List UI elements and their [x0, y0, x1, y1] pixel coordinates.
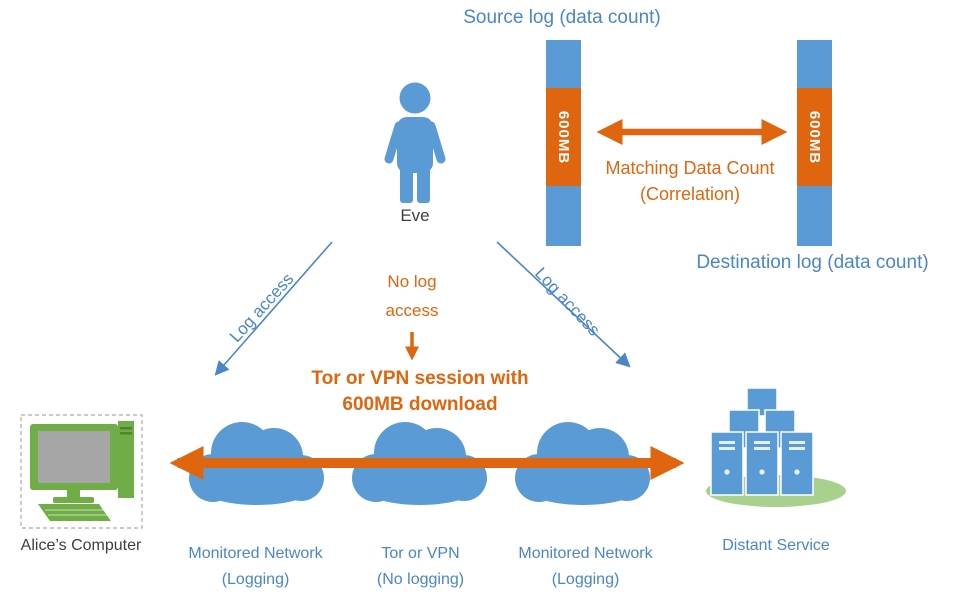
monitored-network-left-label: Monitored Network (Logging) — [163, 541, 348, 593]
distant-service-icon — [706, 387, 846, 507]
monitored-network-left-line1: Monitored Network — [188, 545, 323, 562]
monitored-network-right-line1: Monitored Network — [518, 545, 653, 562]
tor-vpn-label: Tor or VPN (No logging) — [348, 541, 493, 593]
server-detail-slits — [719, 441, 805, 475]
no-log-access-label: No log access — [352, 267, 472, 325]
session-label: Tor or VPN session with 600MB download — [270, 366, 570, 418]
destination-log-600mb-segment: 600MB — [797, 88, 832, 186]
log-access-left-line — [214, 241, 333, 376]
destination-log-bar: 600MB — [797, 40, 832, 246]
monitored-network-right-label: Monitored Network (Logging) — [493, 541, 678, 593]
tor-vpn-line1: Tor or VPN — [381, 545, 460, 562]
no-log-access-line2: access — [385, 301, 439, 320]
source-log-label: Source log (data count) — [463, 7, 661, 28]
correlation-label: Matching Data Count (Correlation) — [560, 155, 820, 207]
session-label-line1: Tor or VPN session with — [311, 368, 529, 389]
correlation-label-line2: (Correlation) — [639, 184, 741, 204]
no-log-access-line1: No log — [387, 272, 437, 291]
monitored-network-left-line2: (Logging) — [221, 571, 290, 588]
tor-vpn-line2: (No logging) — [376, 571, 465, 588]
log-access-right-line — [496, 241, 631, 368]
source-log-bar: 600MB — [546, 40, 581, 246]
destination-log-label: Destination log (data count) — [696, 252, 929, 273]
correlation-label-line1: Matching Data Count — [605, 158, 775, 178]
eve-label: Eve — [400, 206, 430, 225]
session-label-line2: 600MB download — [342, 394, 498, 415]
alice-computer-icon — [20, 414, 143, 529]
monitored-network-right-line2: (Logging) — [551, 571, 620, 588]
eve-person-icon — [384, 82, 446, 203]
alice-computer-label: Alice’s Computer — [20, 537, 142, 554]
distant-service-label: Distant Service — [722, 537, 830, 554]
source-log-600mb-segment: 600MB — [546, 88, 581, 186]
